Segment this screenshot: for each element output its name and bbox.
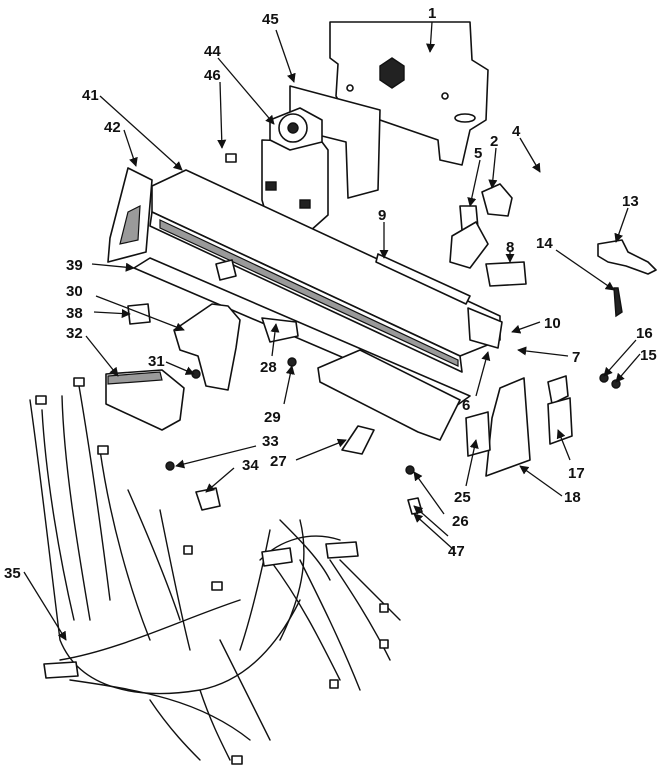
callout-27: 27: [270, 453, 287, 470]
callout-28: 28: [260, 359, 277, 376]
mounting-plate: [329, 21, 489, 166]
wire-harness: [29, 377, 401, 765]
callout-46: 46: [204, 67, 221, 84]
callout-9: 9: [378, 207, 386, 224]
switch-bracket: [449, 183, 527, 287]
callout-35: 35: [4, 565, 21, 582]
callout-15: 15: [640, 347, 657, 364]
callout-17: 17: [568, 465, 585, 482]
callout-5: 5: [474, 145, 482, 162]
callout-44: 44: [204, 43, 221, 60]
callout-47: 47: [448, 543, 465, 560]
clip-33-34: [165, 461, 221, 511]
callout-7: 7: [572, 349, 580, 366]
callout-31: 31: [148, 353, 165, 370]
display-escutcheon: [105, 369, 185, 431]
left-hardware: [127, 259, 297, 391]
callout-16: 16: [636, 325, 653, 342]
callout-14: 14: [536, 235, 553, 252]
callout-30: 30: [66, 283, 83, 300]
callout-32: 32: [66, 325, 83, 342]
callout-4: 4: [512, 123, 521, 140]
callout-labels: 1 2 4 5 6 7 8 9 10 13 14 15 16 17 18 25 …: [4, 5, 657, 582]
callout-10: 10: [544, 315, 561, 332]
timer-assembly: [225, 85, 381, 241]
leader-lines: [23, 21, 641, 641]
callout-34: 34: [242, 457, 259, 474]
callout-39: 39: [66, 257, 83, 274]
console-body: [133, 169, 503, 441]
wedge: [341, 425, 375, 455]
callout-29: 29: [264, 409, 281, 426]
callout-41: 41: [82, 87, 99, 104]
left-end-cap: [107, 167, 153, 263]
callout-45: 45: [262, 11, 279, 28]
callout-26: 26: [452, 513, 469, 530]
callout-1: 1: [428, 5, 436, 22]
callout-18: 18: [564, 489, 581, 506]
callout-13: 13: [622, 193, 639, 210]
callout-2: 2: [490, 133, 498, 150]
callout-38: 38: [66, 305, 83, 322]
right-end-cap: [485, 377, 531, 477]
callout-42: 42: [104, 119, 121, 136]
knob-arm: [597, 239, 657, 318]
callout-6: 6: [462, 397, 470, 414]
callout-25: 25: [454, 489, 471, 506]
callout-33: 33: [262, 433, 279, 450]
callout-8: 8: [506, 239, 514, 256]
